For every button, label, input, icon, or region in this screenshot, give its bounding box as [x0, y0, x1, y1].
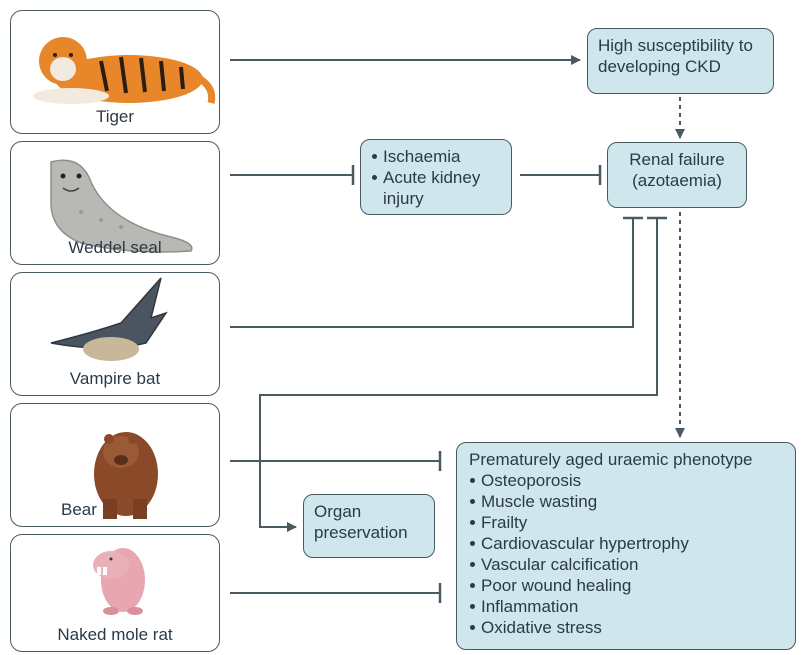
animal-box-tiger: Tiger: [10, 10, 220, 134]
node-ckd-susceptibility: High susceptibility to developing CKD: [587, 28, 774, 94]
animal-label-bear: Bear: [61, 500, 219, 520]
animal-box-seal: Weddel seal: [10, 141, 220, 265]
animal-box-bear: Bear: [10, 403, 220, 527]
animal-label-bat: Vampire bat: [11, 369, 219, 389]
node-organ-preservation: Organ preservation: [303, 494, 435, 558]
node-uraemic-phenotype: Prematurely aged uraemic phenotype Osteo…: [456, 442, 796, 650]
inhibit-bat-to-renal: [230, 218, 633, 327]
phenotype-item: Oxidative stress: [469, 617, 783, 638]
phenotype-item: Poor wound healing: [469, 575, 783, 596]
node-ischaemia-aki: Ischaemia Acute kidney injury: [360, 139, 512, 215]
phenotype-item: Inflammation: [469, 596, 783, 617]
phenotype-item: Muscle wasting: [469, 491, 783, 512]
ischaemia-item: Ischaemia: [371, 146, 501, 167]
phenotype-item: Cardiovascular hypertrophy: [469, 533, 783, 554]
animal-label-mole-rat: Naked mole rat: [11, 625, 219, 645]
phenotype-title: Prematurely aged uraemic phenotype: [469, 449, 783, 470]
node-renal-failure: Renal failure (azotaemia): [607, 142, 747, 208]
phenotype-item: Vascular calcification: [469, 554, 783, 575]
animal-box-mole-rat: Naked mole rat: [10, 534, 220, 652]
animal-label-tiger: Tiger: [11, 107, 219, 127]
phenotype-item: Frailty: [469, 512, 783, 533]
aki-item: Acute kidney injury: [371, 167, 501, 209]
phenotype-item: Osteoporosis: [469, 470, 783, 491]
animal-label-seal: Weddel seal: [11, 238, 219, 258]
animal-box-bat: Vampire bat: [10, 272, 220, 396]
